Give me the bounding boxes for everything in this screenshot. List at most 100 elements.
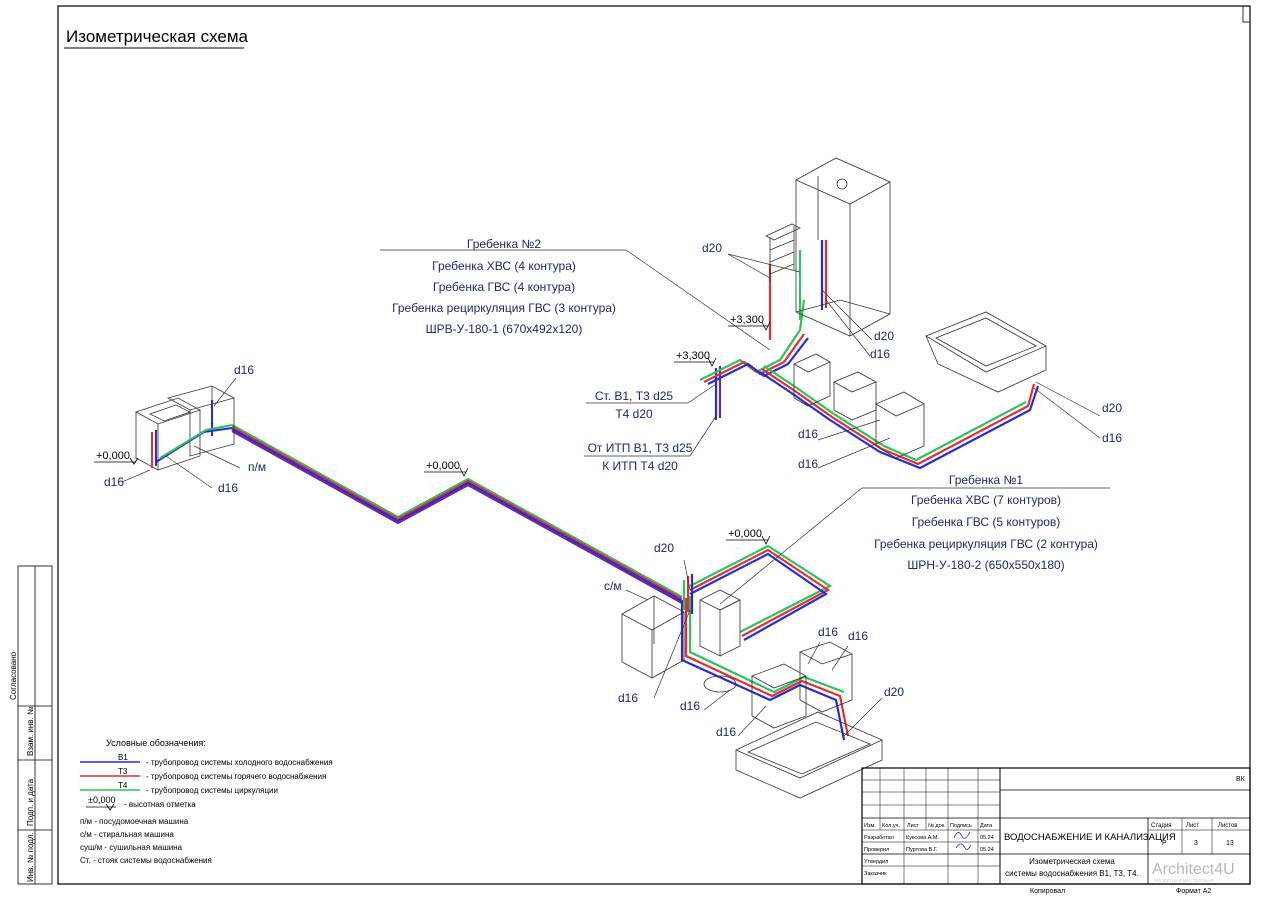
title-block <box>861 767 1251 885</box>
legend-abbr: Ст. - стояк системы водоснабжения <box>80 856 212 865</box>
leader-lines <box>121 249 1110 737</box>
sheet-header: Лист <box>1186 823 1199 829</box>
callout-manifold-2: Гребенка №2 Гребенка ХВС (4 контура) Гре… <box>392 237 616 336</box>
tb-name: Куксова А.М. <box>906 835 940 841</box>
legend-abbr: п/м - посудомоечная машина <box>80 817 189 826</box>
manifold2-line3: Гребенка ГВС (4 контура) <box>433 280 575 294</box>
doc-code: ВК <box>1236 776 1246 783</box>
legend-abbr: с/м - стиральная машина <box>80 830 174 839</box>
stamp-inv: Инв. № подл. <box>26 832 35 882</box>
upper-bath-pipes <box>699 240 1040 470</box>
stage-header: Стадия <box>1151 823 1171 829</box>
elevation-up-1: +3,300 <box>730 314 764 326</box>
manifold1-line2: Гребенка ХВС (7 контуров) <box>911 493 1061 507</box>
drawing-name-1: Изометрическая схема <box>1029 857 1115 866</box>
legend-cold-code: В1 <box>118 753 128 762</box>
tb-date: 05.24 <box>980 847 994 853</box>
pipe-label: d16 <box>680 699 700 713</box>
tb-header: Изм. <box>864 823 876 829</box>
paper-format: Формат А2 <box>1176 888 1211 895</box>
pipe-label: d20 <box>884 685 904 699</box>
elevation-mid: +0,000 <box>426 460 460 472</box>
pipe-label: d16 <box>1102 431 1122 445</box>
watermark: Architect4U <box>1152 861 1235 878</box>
corner-mark <box>1242 5 1251 23</box>
pipe-label: d16 <box>716 725 736 739</box>
tb-role: Проверил <box>864 847 889 853</box>
project-name: ВОДОСНАБЖЕНИЕ И КАНАЛИЗАЦИЯ <box>1004 832 1176 843</box>
tb-role: Утвердил <box>864 859 888 865</box>
pipe-label: d20 <box>654 541 674 555</box>
callout-itp: От ИТП В1, Т3 d25 К ИТП Т4 d20 <box>588 441 693 473</box>
legend-title: Условные обозначения: <box>106 738 206 748</box>
drawing-title: Изометрическая схема <box>66 27 249 46</box>
legend: Условные обозначения: В1 - трубопровод с… <box>80 738 333 865</box>
pipe-label: d16 <box>848 629 868 643</box>
stamp-agreed: Согласовано <box>9 651 18 700</box>
tb-header: Подпись <box>950 823 972 829</box>
dishwasher-label: п/м <box>248 460 266 474</box>
pipe-label: d16 <box>234 363 254 377</box>
tb-header: Дата <box>980 823 993 829</box>
upper-bath-fixtures <box>765 157 1047 459</box>
pipe-label: d16 <box>818 625 838 639</box>
callout-riser: Ст. В1, Т3 d25 Т4 d20 <box>595 389 674 421</box>
callout-manifold-1: Гребенка №1 Гребенка ХВС (7 контуров) Гр… <box>874 473 1098 572</box>
tb-role: Заказчик <box>864 871 887 877</box>
manifold1-line5: ШРН-У-180-2 (650х550х180) <box>907 558 1064 572</box>
riser-line1: Ст. В1, Т3 d25 <box>595 389 674 403</box>
itp-line1: От ИТП В1, Т3 d25 <box>588 441 693 455</box>
elevation-right: +0,000 <box>728 528 762 540</box>
tb-role: Разработал <box>864 835 894 841</box>
pipe-label: d20 <box>1102 401 1122 415</box>
pipe-label: d16 <box>104 475 124 489</box>
pipe-label: d20 <box>702 241 722 255</box>
signature-mark <box>953 831 972 850</box>
elevation-marks <box>94 321 771 545</box>
drawing-name-2: системы водоснабжения В1, Т3, Т4. <box>1005 869 1139 878</box>
washer-label: с/м <box>604 579 622 593</box>
lower-bath-pipes <box>680 544 850 741</box>
pipe-label: d16 <box>798 457 818 471</box>
copied-by: Копировал <box>1030 888 1065 895</box>
kitchen-risers <box>151 400 233 468</box>
tb-header: № док. <box>928 823 946 829</box>
legend-elev-text: - высотная отметка <box>124 800 196 809</box>
pipe-label: d16 <box>218 481 238 495</box>
itp-line2: К ИТП Т4 d20 <box>602 459 678 473</box>
pipe-label: d16 <box>870 347 890 361</box>
sheet-value: 3 <box>1194 840 1198 847</box>
legend-circ-code: Т4 <box>118 781 128 790</box>
manifold1-line3: Гребенка ГВС (5 контуров) <box>912 515 1061 529</box>
manifold2-line1: Гребенка №2 <box>467 237 541 251</box>
pipe-label: d16 <box>618 691 638 705</box>
stamp-sign-date: Подп. и дата <box>26 778 35 826</box>
tb-header: Кол.уч. <box>882 823 900 829</box>
pipe-label: d20 <box>874 329 894 343</box>
legend-hot-text: - трубопровод системы горячего водоснабж… <box>146 772 326 781</box>
manifold2-line5: ШРВ-У-180-1 (670х492х120) <box>426 322 583 336</box>
main-pipeline <box>231 424 683 604</box>
riser-line2: Т4 d20 <box>615 407 653 421</box>
sheet-frame <box>57 5 1251 885</box>
sheets-value: 13 <box>1226 840 1234 847</box>
lower-bath-fixtures <box>621 589 883 799</box>
watermark-sub: ПРОЕКТНАЯ МАСТЕРСКАЯ <box>1154 878 1213 883</box>
tb-header: Лист <box>907 823 919 829</box>
tb-name: Пуртова В.Г. <box>906 847 938 853</box>
manifold2-line2: Гребенка ХВС (4 контура) <box>432 259 576 273</box>
elevation-up-2: +3,300 <box>676 350 710 362</box>
legend-circ-text: - трубопровод системы циркуляции <box>146 786 278 795</box>
sheets-header: Листов <box>1218 823 1238 829</box>
legend-cold-text: - трубопровод системы холодного водоснаб… <box>146 758 333 767</box>
pipe-label: d16 <box>798 427 818 441</box>
manifold1-line1: Гребенка №1 <box>949 473 1023 487</box>
elevation-kitchen: +0,000 <box>96 450 130 462</box>
manifold1-line4: Гребенка рециркуляция ГВС (2 контура) <box>874 537 1098 551</box>
manifold2-line4: Гребенка рециркуляция ГВС (3 контура) <box>392 301 616 315</box>
legend-elev-sample: ±0,000 <box>88 795 115 805</box>
legend-hot-code: Т3 <box>118 767 128 776</box>
side-stamp <box>17 565 53 885</box>
legend-abbr: суш/м - сушильная машина <box>80 843 183 852</box>
